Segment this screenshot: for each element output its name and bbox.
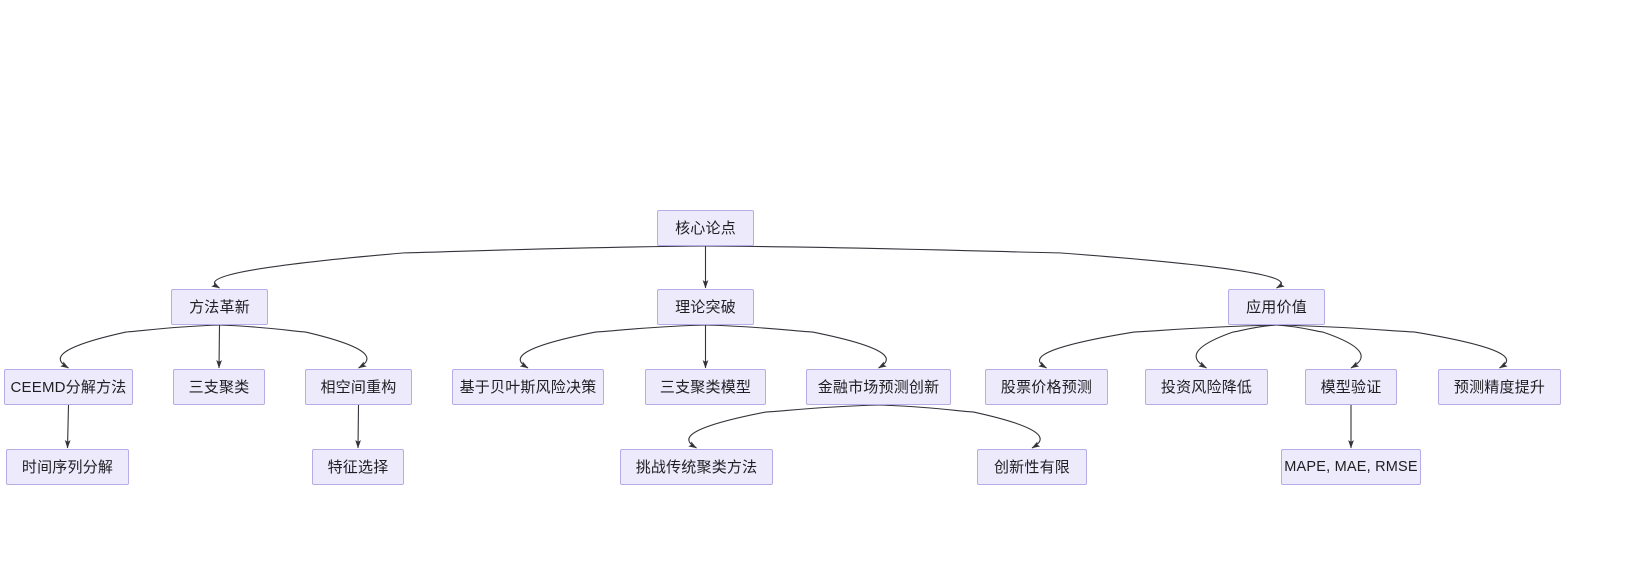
- node-label: 三支聚类: [188, 378, 250, 396]
- node-label: 投资风险降低: [1160, 378, 1253, 396]
- edge-method-to-phasespace: [219, 324, 368, 369]
- node-label: 时间序列分解: [21, 458, 114, 476]
- edge-application-to-modelvalid: [1276, 324, 1362, 369]
- node-finance[interactable]: 金融市场预测创新: [806, 369, 951, 405]
- node-theory[interactable]: 理论突破: [657, 289, 754, 325]
- edge-paths: [59, 245, 1508, 449]
- node-label: 应用价值: [1246, 298, 1307, 316]
- node-label: 基于贝叶斯风险决策: [459, 378, 597, 396]
- node-label: 核心论点: [675, 219, 736, 237]
- node-ceemd[interactable]: CEEMD分解方法: [4, 369, 133, 405]
- node-method[interactable]: 方法革新: [171, 289, 268, 325]
- node-limited[interactable]: 创新性有限: [977, 449, 1087, 485]
- node-label: 创新性有限: [993, 458, 1070, 476]
- node-phasespace[interactable]: 相空间重构: [305, 369, 412, 405]
- node-metrics[interactable]: MAPE, MAE, RMSE: [1281, 449, 1421, 485]
- node-label: 股票价格预测: [1000, 378, 1093, 396]
- node-label: 预测精度提升: [1453, 378, 1546, 396]
- node-label: 模型验证: [1320, 378, 1382, 396]
- node-label: CEEMD分解方法: [10, 378, 127, 396]
- node-modelvalid[interactable]: 模型验证: [1305, 369, 1397, 405]
- node-bayes[interactable]: 基于贝叶斯风险决策: [452, 369, 604, 405]
- node-label: 相空间重构: [320, 378, 397, 396]
- node-label: 三支聚类模型: [659, 378, 752, 396]
- edge-root-to-application: [705, 245, 1285, 289]
- node-label: MAPE, MAE, RMSE: [1284, 458, 1418, 475]
- node-challenge[interactable]: 挑战传统聚类方法: [620, 449, 773, 485]
- node-root[interactable]: 核心论点: [657, 210, 754, 246]
- node-threewaymodel[interactable]: 三支聚类模型: [645, 369, 766, 405]
- node-tsdecomp[interactable]: 时间序列分解: [6, 449, 129, 485]
- node-label: 方法革新: [189, 298, 250, 316]
- edge-method-to-ceemd: [59, 324, 220, 369]
- node-riskreduce[interactable]: 投资风险降低: [1145, 369, 1268, 405]
- node-threeway[interactable]: 三支聚类: [173, 369, 265, 405]
- node-application[interactable]: 应用价值: [1228, 289, 1325, 325]
- edge-theory-to-finance: [705, 324, 887, 369]
- node-label: 特征选择: [327, 458, 389, 476]
- node-accuracy[interactable]: 预测精度提升: [1438, 369, 1561, 405]
- node-featsel[interactable]: 特征选择: [312, 449, 404, 485]
- node-stockpred[interactable]: 股票价格预测: [985, 369, 1108, 405]
- edge-finance-to-challenge: [688, 404, 879, 449]
- edge-finance-to-limited: [878, 404, 1041, 449]
- edge-method-to-threeway: [216, 324, 222, 369]
- edge-application-to-stockpred: [1038, 324, 1277, 369]
- edge-phasespace-to-featsel: [355, 404, 361, 449]
- edge-ceemd-to-tsdecomp: [64, 404, 71, 449]
- edge-theory-to-bayes: [519, 324, 706, 369]
- edge-application-to-riskreduce: [1195, 324, 1277, 369]
- node-label: 理论突破: [675, 298, 736, 316]
- node-label: 挑战传统聚类方法: [635, 458, 758, 476]
- edge-root-to-method: [211, 245, 706, 289]
- edge-application-to-accuracy: [1276, 324, 1508, 369]
- node-label: 金融市场预测创新: [817, 378, 940, 396]
